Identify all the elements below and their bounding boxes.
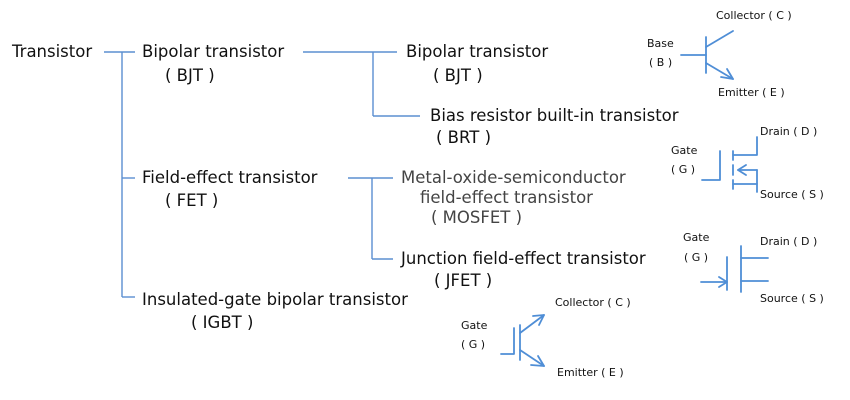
bjt-base-label: Base — [647, 37, 674, 50]
jfet-symbol-icon — [700, 245, 769, 293]
brt-name: Bias resistor built-in transistor — [430, 106, 679, 125]
mosfet-symbol-icon — [701, 136, 758, 193]
bjt-emitter-label: Emitter ( E ) — [718, 86, 785, 99]
mosfet-line2: field-effect transistor — [420, 188, 593, 207]
bjt-base-abbr: ( B ) — [649, 56, 673, 69]
fet-abbr: ( FET ) — [165, 191, 219, 210]
mosfet-gate-abbr: ( G ) — [671, 163, 696, 176]
mosfet-line1: Metal-oxide-semiconductor — [401, 168, 626, 187]
jfet-drain-label: Drain ( D ) — [760, 235, 818, 248]
igbt-collector-label: Collector ( C ) — [555, 296, 631, 309]
igbt-name: Insulated-gate bipolar transistor — [142, 290, 408, 309]
mosfet-drain-label: Drain ( D ) — [760, 125, 818, 138]
jfet-name: Junction field-effect transistor — [401, 249, 646, 268]
igbt-gate-label: Gate — [461, 319, 488, 332]
igbt-abbr: ( IGBT ) — [191, 313, 254, 332]
bjt-plain-abbr: ( BJT ) — [433, 66, 483, 85]
mosfet-gate-label: Gate — [671, 144, 698, 157]
jfet-abbr: ( JFET ) — [434, 271, 493, 290]
jfet-source-label: Source ( S ) — [760, 292, 824, 305]
jfet-gate-label: Gate — [683, 231, 710, 244]
bjt-collector-label: Collector ( C ) — [716, 9, 792, 22]
bjt-plain-name: Bipolar transistor — [406, 42, 549, 61]
bjt-abbr: ( BJT ) — [165, 66, 215, 85]
igbt-symbol-icon — [500, 314, 545, 367]
root-label: Transistor — [12, 42, 93, 61]
bjt-symbol-icon — [680, 30, 734, 80]
fet-name: Field-effect transistor — [142, 168, 318, 187]
mosfet-abbr: ( MOSFET ) — [431, 208, 523, 227]
jfet-gate-abbr: ( G ) — [684, 251, 709, 264]
igbt-emitter-label: Emitter ( E ) — [557, 366, 624, 379]
igbt-gate-abbr: ( G ) — [461, 338, 486, 351]
bjt-name: Bipolar transistor — [142, 42, 285, 61]
mosfet-source-label: Source ( S ) — [760, 188, 824, 201]
brt-abbr: ( BRT ) — [436, 128, 492, 147]
